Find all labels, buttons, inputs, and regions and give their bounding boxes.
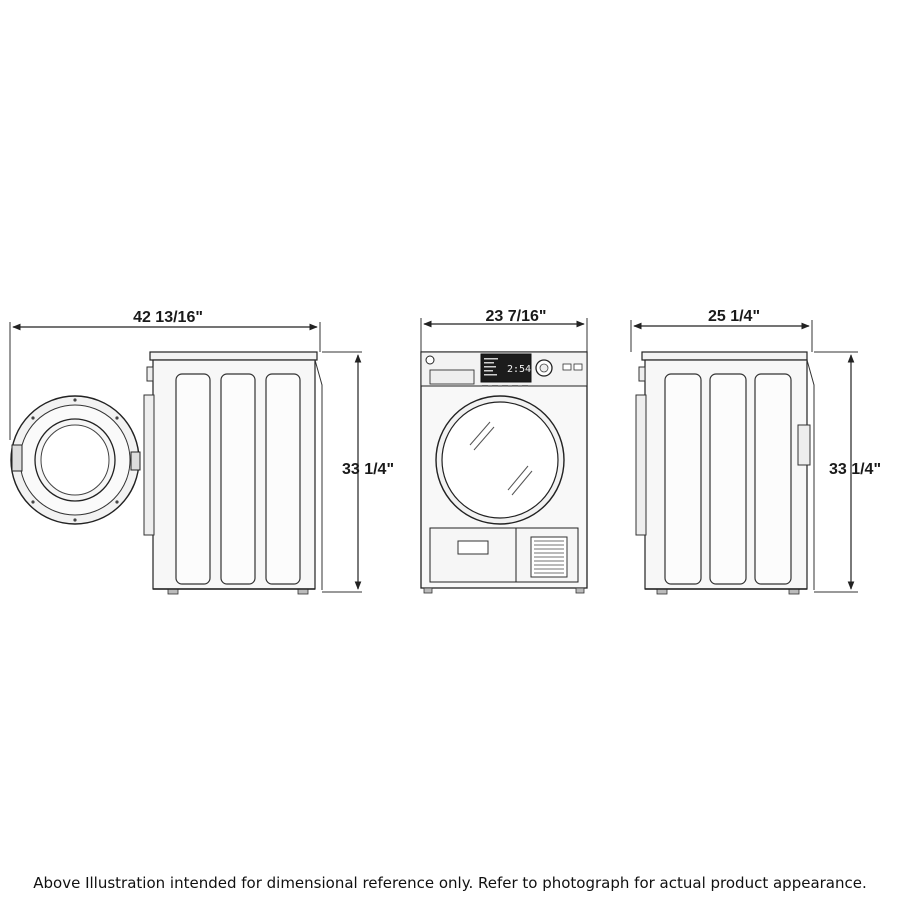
start-button[interactable]: [562, 363, 572, 371]
depth-open-label: 42 13/16": [133, 309, 203, 326]
front-view: 23 7/16" 2:54: [420, 308, 588, 594]
side-view-door-open: 42 13/16": [9, 309, 394, 595]
filter-access-panel[interactable]: [429, 527, 517, 583]
side-view: 25 1/4" 33 1/4": [630, 308, 881, 595]
open-door: [10, 395, 141, 525]
display-readout: 2:54: [507, 364, 531, 375]
height-left-label: 33 1/4": [342, 461, 394, 478]
depth-label: 25 1/4": [708, 308, 760, 325]
detergent-drawer: [429, 369, 475, 385]
front-door[interactable]: [435, 395, 565, 525]
brand-logo-icon: [425, 355, 435, 365]
power-button[interactable]: [573, 363, 583, 371]
width-label: 23 7/16": [486, 308, 547, 325]
height-right-label: 33 1/4": [829, 461, 881, 478]
disclaimer-caption: Above Illustration intended for dimensio…: [33, 874, 867, 892]
